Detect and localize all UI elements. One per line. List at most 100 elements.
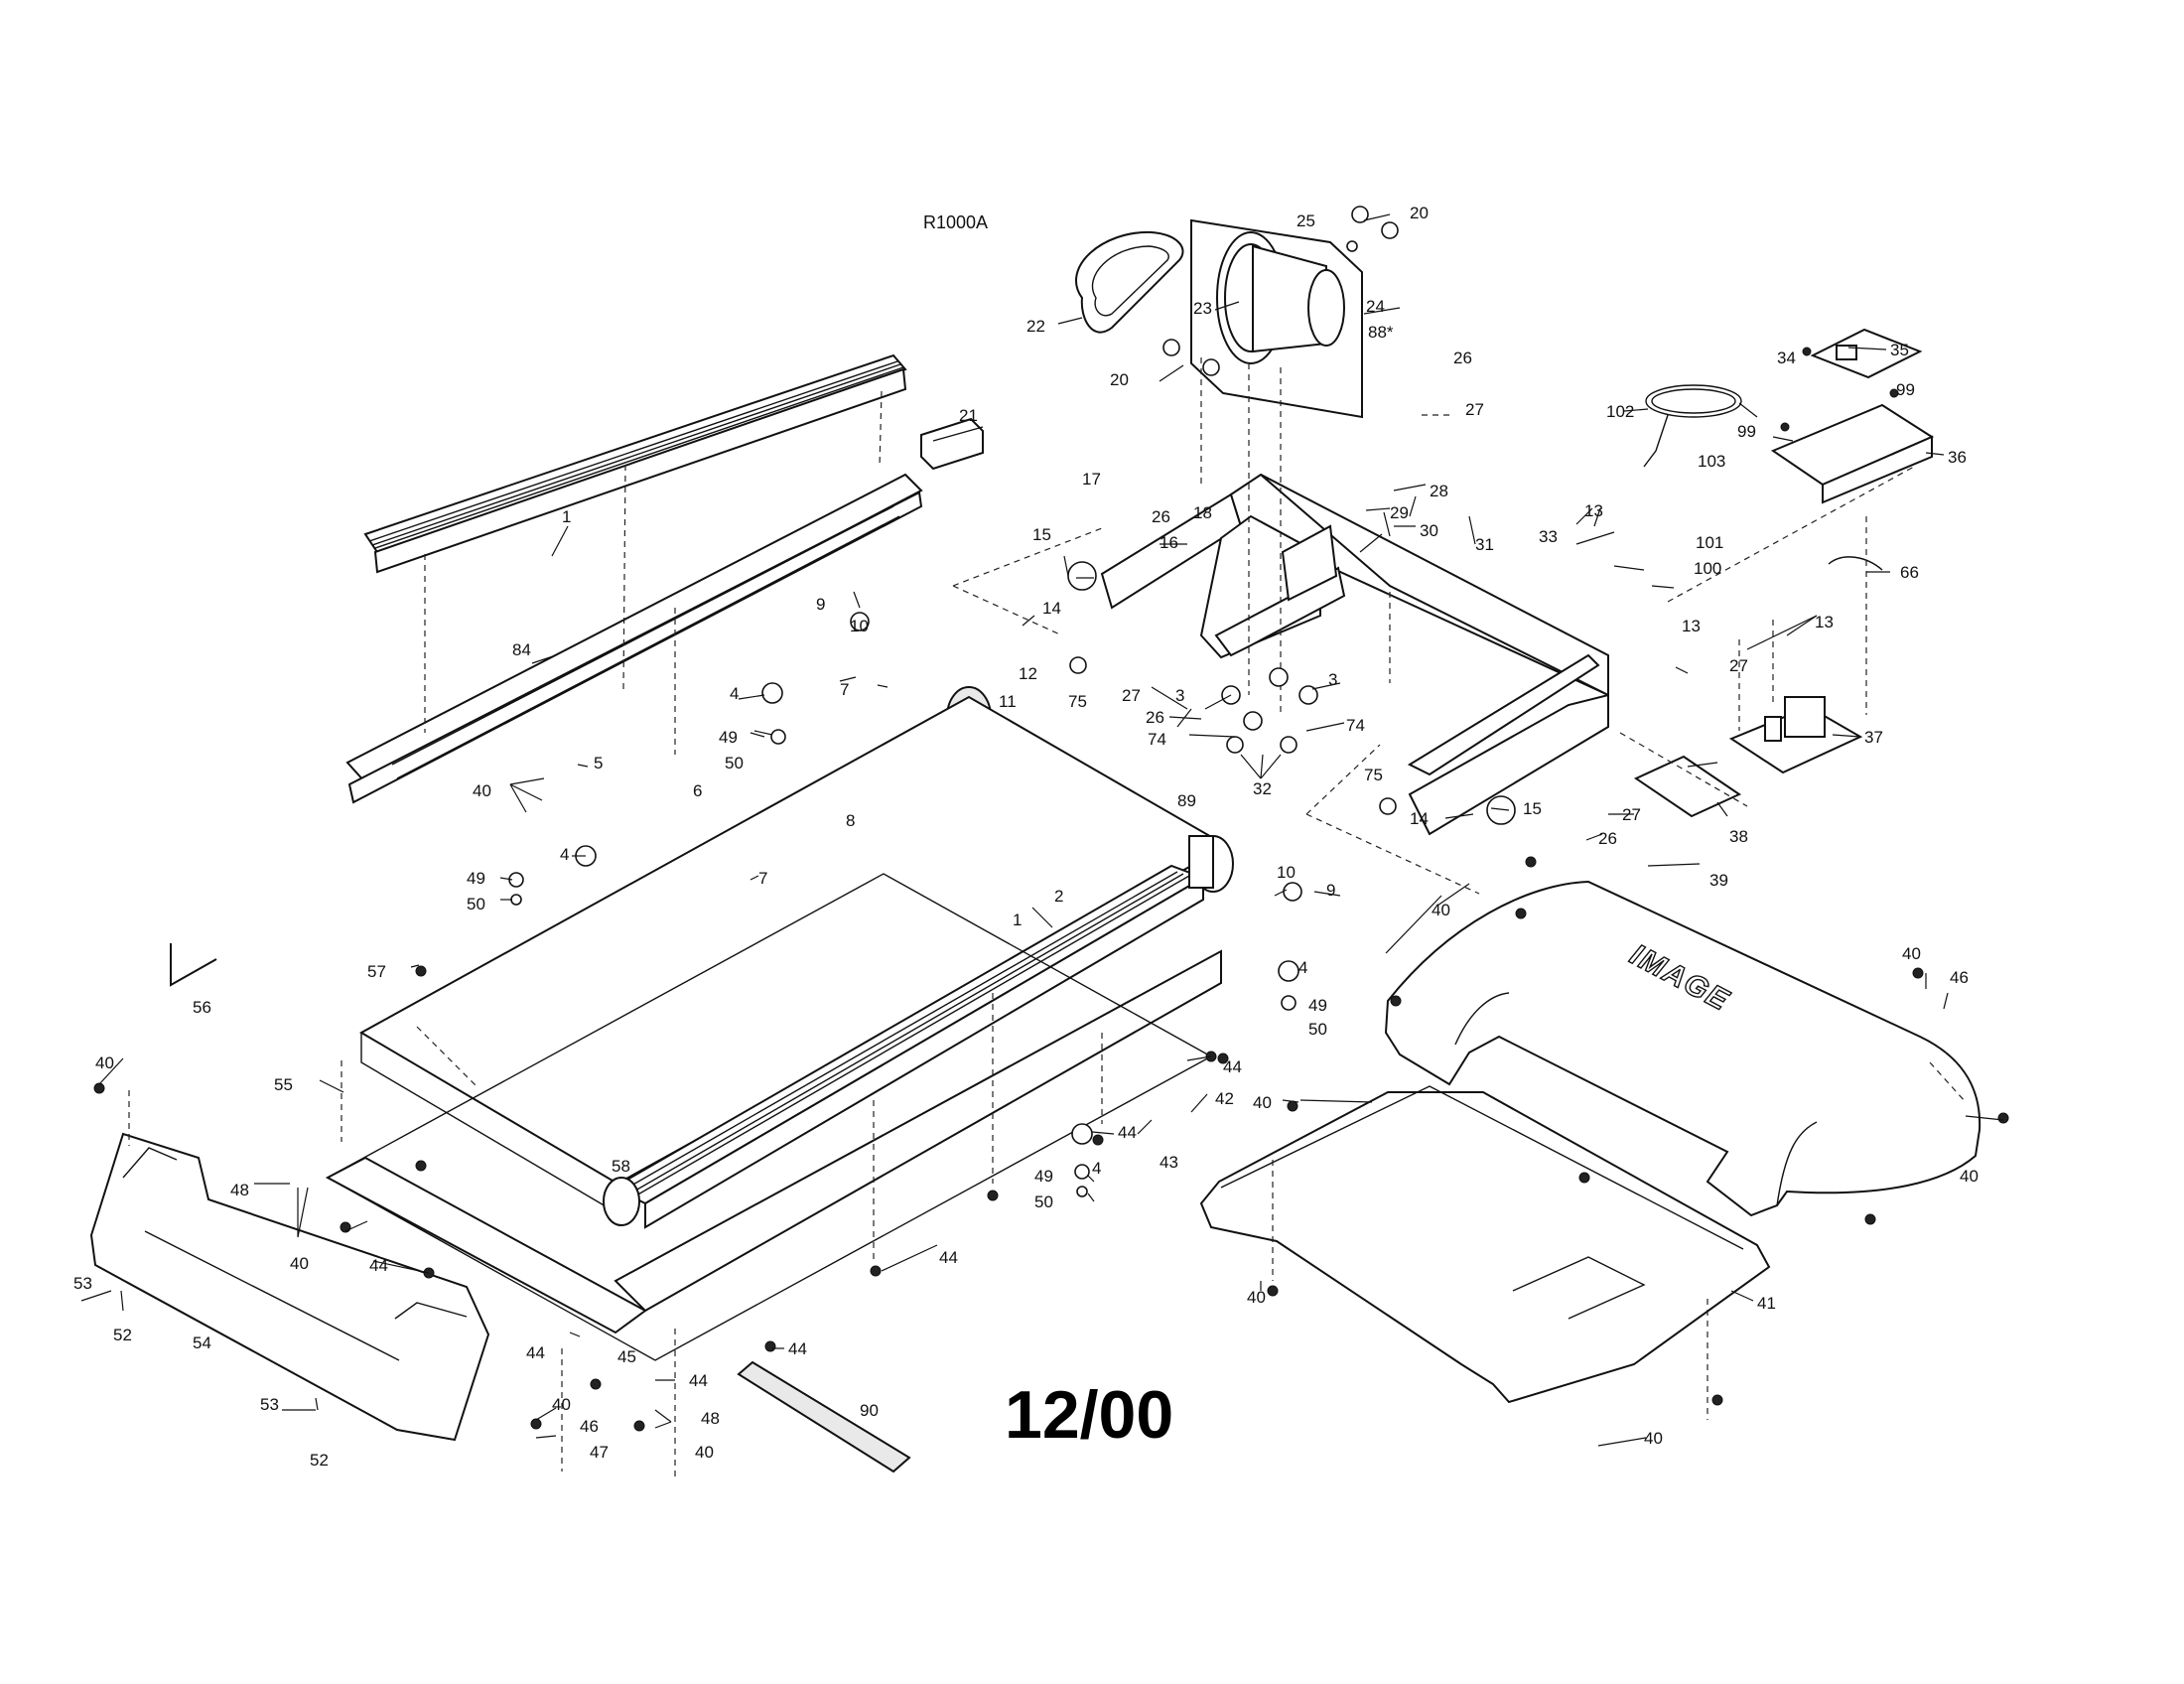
callout-48a: 48 (230, 1181, 249, 1199)
model-reference: R1000A (923, 212, 988, 232)
callout-45: 45 (617, 1347, 636, 1366)
callout-40h: 40 (1247, 1288, 1266, 1307)
callout-16: 16 (1160, 533, 1178, 552)
callout-102: 102 (1606, 402, 1634, 421)
callout-49a: 49 (719, 728, 738, 747)
callout-18: 18 (1193, 503, 1212, 522)
callout-58: 58 (612, 1157, 630, 1176)
l-wrench-56 (170, 943, 217, 987)
callout-10a: 10 (850, 617, 869, 635)
callout-66: 66 (1900, 563, 1919, 582)
callout-8: 8 (846, 811, 855, 830)
foot-rail-90 (737, 1360, 911, 1474)
callout-7b: 7 (758, 869, 767, 888)
callout-90: 90 (860, 1401, 879, 1420)
callout-74a: 74 (1148, 730, 1166, 749)
callout-57: 57 (367, 962, 386, 981)
callout-26a: 26 (1453, 349, 1472, 367)
drive-belt-22 (1075, 230, 1184, 334)
callout-13a: 13 (1584, 501, 1603, 520)
controller-board-35 (1810, 328, 1923, 379)
callout-46a: 46 (1950, 968, 1969, 987)
callout-53a: 53 (73, 1274, 92, 1293)
callout-50b: 50 (467, 895, 485, 913)
callout-32: 32 (1253, 779, 1272, 798)
callout-100: 100 (1694, 559, 1721, 578)
board-plate-36 (1770, 403, 1935, 504)
callout-1: 1 (562, 507, 571, 526)
callout-30: 30 (1420, 521, 1438, 540)
callout-37: 37 (1864, 728, 1883, 747)
callout-11: 11 (999, 692, 1017, 711)
wire-66 (1828, 556, 1883, 571)
callout-40k: 40 (1644, 1429, 1663, 1448)
callout-52b: 52 (310, 1451, 329, 1470)
callout-40a: 40 (473, 781, 491, 800)
callout-29: 29 (1390, 503, 1409, 522)
callout-17: 17 (1082, 470, 1101, 489)
callout-39: 39 (1709, 871, 1728, 890)
callout-10b: 10 (1277, 863, 1296, 882)
bracket-21 (920, 417, 984, 471)
hood-base-41 (1199, 1085, 1771, 1404)
callout-25: 25 (1297, 211, 1315, 230)
callout-13c: 13 (1815, 613, 1834, 632)
revision-date: 12/00 (1005, 1377, 1173, 1453)
callout-24: 24 (1366, 297, 1385, 316)
side-rail-left (363, 353, 907, 574)
callout-38: 38 (1729, 827, 1748, 846)
callout-40i: 40 (552, 1395, 571, 1414)
callout-41: 41 (1757, 1294, 1776, 1313)
callout-22: 22 (1026, 317, 1045, 336)
callout-75a: 75 (1068, 692, 1087, 711)
callout-13b: 13 (1682, 617, 1701, 635)
rear-roller-89 (1188, 835, 1234, 893)
callout-36: 36 (1948, 448, 1967, 467)
motor-hood-39 (1384, 880, 1981, 1217)
callout-42: 42 (1215, 1089, 1234, 1108)
callout-44f: 44 (788, 1339, 807, 1358)
callout-28: 28 (1430, 482, 1448, 500)
callout-26b: 26 (1152, 507, 1170, 526)
callout-47: 47 (590, 1443, 609, 1462)
callout-46b: 46 (580, 1417, 599, 1436)
callout-40f: 40 (290, 1254, 309, 1273)
callout-50a: 50 (725, 754, 744, 772)
callout-34: 34 (1777, 349, 1796, 367)
drive-motor-23 (1216, 231, 1345, 364)
callout-52a: 52 (113, 1326, 132, 1344)
callout-44a: 44 (1223, 1057, 1242, 1076)
callout-35: 35 (1890, 341, 1909, 359)
power-cord-102 (1643, 384, 1742, 468)
callout-89: 89 (1177, 791, 1196, 810)
callout-7a: 7 (840, 680, 849, 699)
callout-26d: 26 (1598, 829, 1617, 848)
callout-14b: 14 (1410, 809, 1429, 828)
callout-40j: 40 (695, 1443, 714, 1462)
callout-44g: 44 (689, 1371, 708, 1390)
callout-56: 56 (193, 998, 211, 1017)
callout-4c: 4 (1298, 958, 1307, 977)
assembly-guides (128, 357, 1967, 1477)
callout-103: 103 (1698, 452, 1725, 471)
rear-roller-58 (603, 1177, 640, 1226)
callout-99b: 99 (1737, 422, 1756, 441)
callout-3b: 3 (1328, 670, 1337, 689)
callout-55: 55 (274, 1075, 293, 1094)
callout-54: 54 (193, 1333, 211, 1352)
callout-3a: 3 (1175, 686, 1184, 705)
callout-49c: 49 (1308, 996, 1327, 1015)
callout-88: 88* (1368, 323, 1394, 342)
callout-50d: 50 (1034, 1193, 1053, 1211)
callout-14a: 14 (1042, 599, 1061, 618)
callout-75b: 75 (1364, 766, 1383, 784)
callout-44d: 44 (939, 1248, 958, 1267)
callout-leaders (80, 213, 2004, 1447)
callout-84: 84 (512, 640, 531, 659)
callout-53b: 53 (260, 1395, 279, 1414)
callout-20b: 20 (1110, 370, 1129, 389)
side-rail-right-1 (611, 864, 1206, 1229)
callout-33: 33 (1539, 527, 1558, 546)
callout-27a: 27 (1465, 400, 1484, 419)
callout-40b: 40 (1432, 901, 1450, 919)
